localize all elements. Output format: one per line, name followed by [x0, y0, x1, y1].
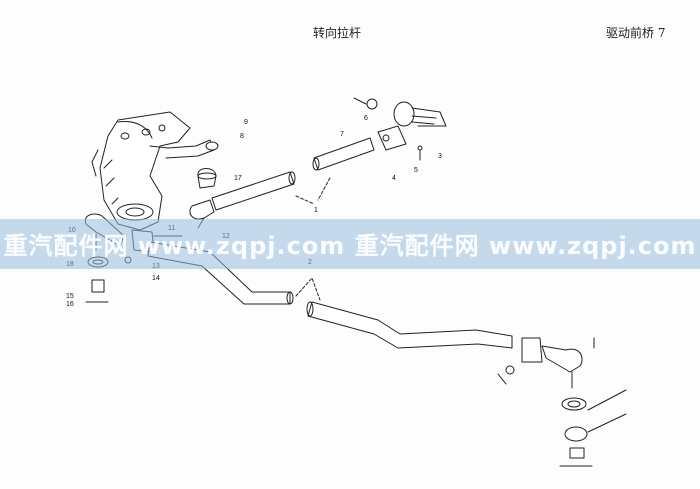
callout-7: 7 — [340, 131, 344, 138]
callout-3: 3 — [438, 153, 442, 160]
callout-1: 1 — [314, 207, 318, 214]
upper-right-clamp — [353, 97, 447, 161]
tie-rod-upper — [189, 137, 375, 229]
watermark-banner — [0, 219, 700, 269]
callout-14: 14 — [152, 275, 160, 282]
callout-17: 17 — [234, 175, 242, 182]
right-ball-joint — [497, 337, 627, 467]
section-label: 驱动前桥 7 — [606, 26, 666, 40]
callout-8: 8 — [240, 133, 244, 140]
callout-9: 9 — [244, 119, 248, 126]
diagram-title: 转向拉杆 — [313, 26, 362, 40]
watermark-text: 重汽配件网 www.zqpj.com 重汽配件网 www.zqpj.com — [3, 232, 697, 260]
callout-6: 6 — [364, 115, 368, 122]
steering-knuckle — [91, 111, 219, 231]
callout-16: 16 — [66, 301, 74, 308]
callout-5: 5 — [414, 167, 418, 174]
callout-4: 4 — [392, 175, 396, 182]
callout-15: 15 — [66, 293, 74, 300]
